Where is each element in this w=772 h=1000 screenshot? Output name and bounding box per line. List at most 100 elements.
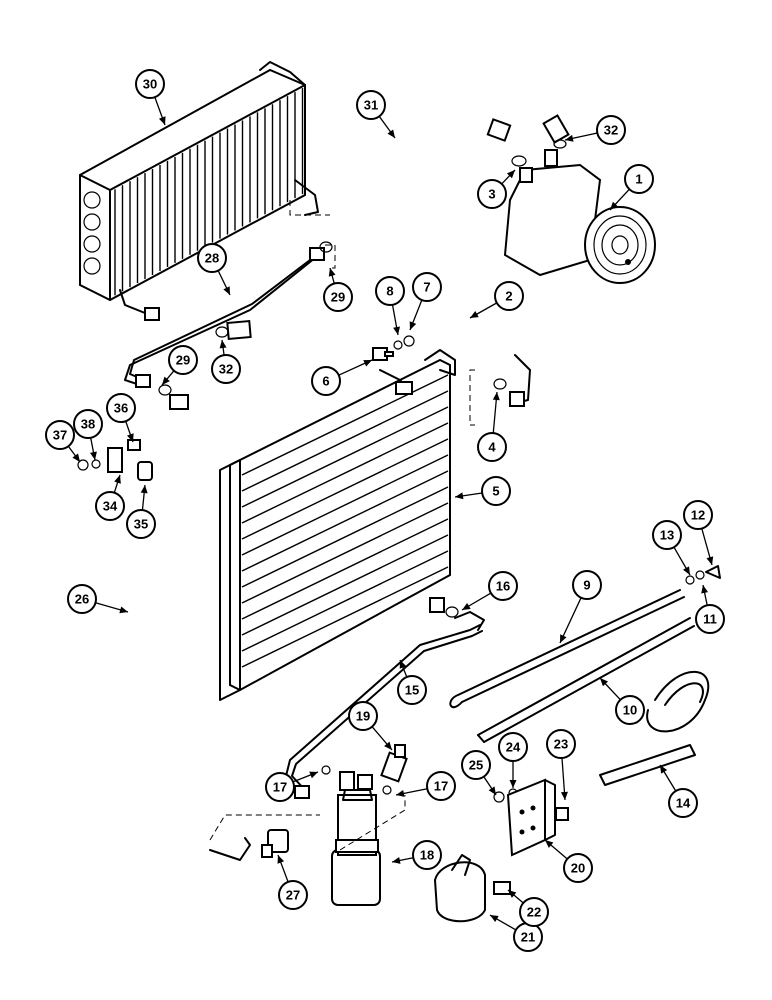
callout-circle <box>563 853 593 883</box>
callout-c9: 9 <box>559 570 602 644</box>
callout-arrowhead <box>508 890 517 898</box>
callout-c14: 14 <box>659 764 698 818</box>
callout-number: 27 <box>286 888 300 903</box>
callout-arrowhead <box>387 129 395 138</box>
callout-arrowhead <box>506 170 515 179</box>
callout-circle <box>498 732 528 762</box>
callout-circle <box>477 432 507 462</box>
hose-26 <box>132 394 251 861</box>
callout-number: 25 <box>469 758 483 773</box>
hose-31 <box>226 76 570 341</box>
callout-c8: 8 <box>375 276 405 336</box>
callout-number: 2 <box>505 289 512 304</box>
callout-circle <box>356 90 386 120</box>
callout-arrowhead <box>660 765 668 774</box>
callout-circle <box>426 771 456 801</box>
callout-arrowhead <box>72 453 80 462</box>
callout-c1: 1 <box>609 164 654 211</box>
callout-circle <box>197 243 227 273</box>
callout-arrowhead <box>470 311 479 318</box>
callout-number: 32 <box>219 362 233 377</box>
callout-number: 21 <box>521 930 535 945</box>
callout-number: 12 <box>691 508 705 523</box>
callout-circle <box>652 520 682 550</box>
callout-arrowhead <box>158 116 166 125</box>
callout-number: 35 <box>134 517 148 532</box>
callout-arrowhead <box>90 451 97 460</box>
callout-c3: 3 <box>477 169 516 209</box>
callout-number: 7 <box>423 280 430 295</box>
callout-arrowhead <box>219 340 227 349</box>
callout-circle <box>477 179 507 209</box>
callout-circle <box>45 420 75 450</box>
callout-leader <box>559 597 582 644</box>
callout-circle <box>546 729 576 759</box>
fitting-27 <box>261 829 289 858</box>
callout-arrowhead <box>162 376 170 385</box>
callout-number: 15 <box>405 683 419 698</box>
callout-number: 11 <box>703 612 717 627</box>
callout-c17a: 17 <box>265 771 319 802</box>
callout-arrowhead <box>490 915 499 923</box>
callout-c30: 30 <box>135 69 166 126</box>
clamp-21 <box>433 854 486 923</box>
callout-number: 37 <box>53 428 67 443</box>
callout-c32a: 32 <box>564 115 626 145</box>
callout-arrowhead <box>455 492 464 500</box>
callout-c13: 13 <box>652 520 691 576</box>
callout-arrowhead <box>492 392 500 401</box>
callout-number: 3 <box>488 187 495 202</box>
callout-circle <box>494 281 524 311</box>
callout-c31: 31 <box>356 90 396 139</box>
callout-number: 17 <box>434 779 448 794</box>
callout-c25: 25 <box>461 750 497 796</box>
callout-c12: 12 <box>683 500 714 566</box>
callout-arrowhead <box>560 634 567 643</box>
callout-c26: 26 <box>67 584 129 614</box>
callout-circle <box>397 675 427 705</box>
callout-circle <box>311 366 341 396</box>
callout-c11: 11 <box>695 584 725 634</box>
callout-c17b: 17 <box>395 771 456 801</box>
callout-circle <box>596 115 626 145</box>
callout-circle <box>106 393 136 423</box>
callout-arrowhead <box>223 286 230 295</box>
callout-c27: 27 <box>277 854 308 910</box>
callout-circle <box>211 354 241 384</box>
callout-number: 13 <box>660 528 674 543</box>
callout-circle <box>278 880 308 910</box>
callout-c16: 16 <box>461 571 518 611</box>
callout-arrowhead <box>600 678 609 687</box>
callout-number: 14 <box>676 796 691 811</box>
callout-arrowhead <box>610 201 619 210</box>
callout-circle <box>375 276 405 306</box>
callout-c22: 22 <box>507 889 549 927</box>
callout-arrowhead <box>363 360 372 367</box>
callout-arrowhead <box>701 585 709 594</box>
callout-arrowhead <box>509 780 517 788</box>
callout-arrowhead <box>140 485 148 494</box>
callout-number: 34 <box>103 499 118 514</box>
callout-number: 29 <box>331 290 345 305</box>
callout-circle <box>683 500 713 530</box>
callout-c6: 6 <box>311 359 373 396</box>
compressor <box>503 149 656 284</box>
callout-circle <box>695 604 725 634</box>
callout-number: 32 <box>604 123 618 138</box>
strap-14 <box>599 670 710 786</box>
callout-c2: 2 <box>469 281 524 319</box>
callout-arrowhead <box>396 789 405 797</box>
callout-arrowhead <box>488 786 496 795</box>
rod-9 <box>449 589 685 709</box>
receiver-drier <box>331 771 381 906</box>
callout-number: 6 <box>322 374 329 389</box>
callout-circle <box>519 897 549 927</box>
callout-number: 10 <box>623 703 637 718</box>
callout-arrowhead <box>328 268 336 277</box>
callout-circle <box>624 164 654 194</box>
callout-number: 18 <box>420 848 434 863</box>
callout-number: 22 <box>527 905 541 920</box>
callout-circle <box>461 750 491 780</box>
callout-c32b: 32 <box>211 339 241 384</box>
callout-arrowhead <box>706 556 714 565</box>
